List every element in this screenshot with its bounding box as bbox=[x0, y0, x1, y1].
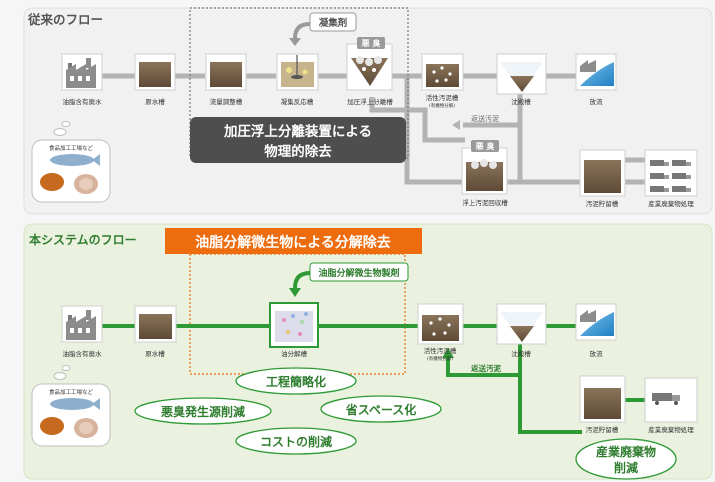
benefit-odor-reduction-text: 悪臭発生源削減 bbox=[161, 404, 245, 419]
benefit-simplified-text: 工程簡略化 bbox=[266, 374, 326, 389]
benefit-cost-reduction-text: コストの削減 bbox=[260, 434, 332, 449]
top-food-factory-bubble bbox=[31, 121, 111, 203]
top-flow-tank bbox=[205, 53, 247, 91]
conventional-flow-title: 従来のフロー bbox=[27, 12, 103, 27]
microbe-boundary bbox=[189, 253, 406, 375]
top-label-settling: 沈殿槽 bbox=[511, 97, 531, 106]
top-factory-icon bbox=[61, 53, 103, 91]
bottom-label-industrial-waste: 産業廃棄物処理 bbox=[648, 425, 694, 434]
benefit-space-saving: 省スペース化 bbox=[320, 395, 442, 423]
daf-callout-line1: 加圧浮上分離装置による bbox=[223, 123, 372, 140]
top-label-daf-tank: 加圧浮上分離槽 bbox=[347, 97, 393, 106]
conventional-flow-section: 従来のフロー bbox=[0, 0, 715, 216]
top-label-food-factory: 食品加工工場など bbox=[49, 144, 94, 152]
top-label-raw-tank: 原水槽 bbox=[145, 97, 165, 106]
bottom-oil-decomposition-tank bbox=[269, 302, 319, 348]
top-label-factory: 油脂含有廃水 bbox=[63, 97, 103, 106]
benefit-odor-reduction: 悪臭発生源削減 bbox=[134, 397, 272, 425]
bottom-return-sludge-label: 返送汚泥 bbox=[471, 363, 501, 373]
benefit-waste-line2: 削減 bbox=[614, 460, 638, 475]
bottom-label-settling: 沈殿槽 bbox=[511, 349, 531, 358]
bottom-settling-tank bbox=[496, 303, 547, 345]
daf-callout: 加圧浮上分離装置による 物理的除去 bbox=[190, 117, 406, 163]
top-float-sludge-tank bbox=[461, 140, 508, 195]
bottom-label-activated: 活性汚泥槽 bbox=[424, 346, 457, 355]
flocculant-label: 凝集剤 bbox=[319, 17, 348, 29]
top-label-industrial-waste: 産業廃棄物処理 bbox=[648, 199, 694, 208]
top-label-float-sludge: 浮上汚泥回収槽 bbox=[462, 198, 508, 207]
top-coag-tank bbox=[276, 53, 319, 91]
microbe-banner bbox=[165, 228, 422, 254]
benefit-simplified: 工程簡略化 bbox=[235, 367, 357, 395]
microbe-agent-label: 油脂分解微生物製剤 bbox=[318, 267, 399, 279]
top-discharge-icon bbox=[575, 53, 617, 91]
bottom-label-factory: 油脂含有廃水 bbox=[63, 349, 103, 358]
bottom-label-oil-tank: 油分解槽 bbox=[281, 349, 308, 358]
benefit-space-saving-text: 省スペース化 bbox=[345, 402, 417, 417]
malodor-badge-2: 悪 臭 bbox=[476, 141, 495, 151]
bottom-factory-icon bbox=[61, 305, 103, 343]
bottom-label-activated-sub: (有機物分解) bbox=[427, 355, 453, 362]
new-system-pipes bbox=[102, 324, 645, 434]
top-label-sludge-storage: 汚泥貯留槽 bbox=[586, 199, 619, 208]
bottom-food-factory-bubble bbox=[31, 365, 111, 447]
benefit-waste-line1: 産業廃棄物 bbox=[596, 444, 656, 459]
daf-callout-line2: 物理的除去 bbox=[264, 143, 332, 160]
top-activated-tank bbox=[421, 53, 464, 91]
top-label-flow-tank: 流量調整槽 bbox=[210, 97, 243, 106]
top-label-discharge: 放流 bbox=[590, 97, 604, 106]
bottom-truck-icon bbox=[644, 377, 698, 423]
top-return-sludge-label: 返送汚泥 bbox=[471, 114, 499, 123]
bottom-activated-tank bbox=[417, 303, 464, 345]
top-sludge-storage-tank bbox=[579, 149, 626, 197]
conventional-pipes bbox=[102, 73, 645, 185]
new-system-flow-section: 本システムのフロー 油脂分解微生物による分解除去 油脂分解微生物製剤 bbox=[23, 223, 713, 480]
top-raw-tank bbox=[134, 53, 176, 91]
bottom-label-sludge-storage: 汚泥貯留槽 bbox=[586, 425, 619, 434]
top-settling-tank bbox=[496, 53, 547, 95]
microbe-agent-arrow bbox=[293, 271, 311, 289]
top-label-activated: 活性汚泥槽 bbox=[426, 93, 459, 102]
top-label-activated-sub: (有機物分解) bbox=[429, 102, 455, 109]
bottom-discharge-icon bbox=[575, 303, 617, 341]
top-daf-tank bbox=[346, 37, 393, 91]
microbe-banner-text: 油脂分解微生物による分解除去 bbox=[195, 234, 391, 251]
benefit-waste-reduction: 産業廃棄物 削減 bbox=[575, 438, 677, 480]
bottom-label-food-factory: 食品加工工場など bbox=[49, 388, 94, 396]
top-label-coag-tank: 凝集反応槽 bbox=[281, 97, 314, 106]
malodor-badge-1: 悪 臭 bbox=[362, 38, 381, 48]
bottom-sludge-storage-tank bbox=[579, 375, 626, 423]
top-truck-icons bbox=[644, 149, 698, 197]
flocculant-arrow bbox=[293, 22, 311, 39]
new-system-flow-title: 本システムのフロー bbox=[29, 232, 137, 247]
bottom-raw-tank bbox=[134, 305, 177, 343]
bottom-label-raw-tank: 原水槽 bbox=[145, 349, 165, 358]
bottom-label-discharge: 放流 bbox=[590, 349, 604, 358]
benefit-cost-reduction: コストの削減 bbox=[235, 427, 357, 455]
